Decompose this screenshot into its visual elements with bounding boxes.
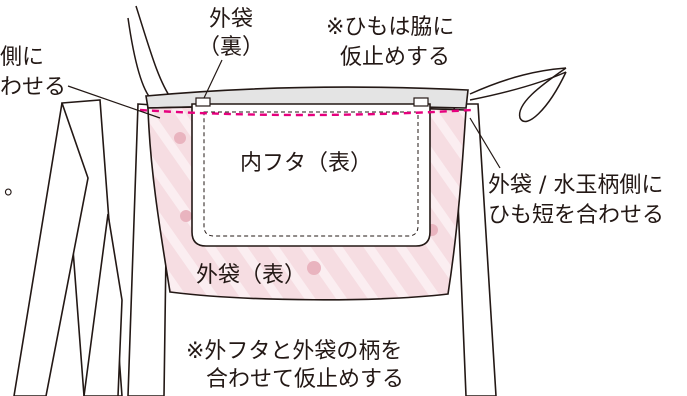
flap-tab-left bbox=[195, 97, 211, 107]
right-note-line1: 外袋 / 水玉柄側に bbox=[488, 173, 664, 198]
inner-flap-label: 内フタ（表） bbox=[240, 151, 373, 176]
right-note-line2: ひも短を合わせる bbox=[488, 203, 665, 228]
right-strap bbox=[453, 103, 497, 396]
outer-back-label-line1: 外袋 bbox=[208, 7, 253, 32]
left-strap bbox=[13, 99, 169, 396]
left-label-line1: 側に bbox=[0, 45, 45, 70]
left-label-line2: わせる bbox=[0, 75, 67, 100]
leader-top bbox=[203, 59, 223, 99]
strap-note-line1: ※ひもは脇に bbox=[326, 15, 455, 40]
bottom-note-line1: ※外フタと外袋の柄を bbox=[186, 339, 403, 364]
leader-left bbox=[67, 85, 161, 119]
leader-right bbox=[469, 117, 501, 169]
inner-flap-stitching bbox=[203, 111, 419, 237]
flap-tab-right bbox=[413, 97, 429, 107]
left-label-dot: 。 bbox=[4, 175, 27, 200]
bottom-note-line2: 合わせて仮止めする bbox=[206, 367, 405, 392]
inner-flap bbox=[191, 103, 431, 247]
strap-note-line2: 仮止めする bbox=[340, 45, 451, 70]
outer-back-label-line2: （裏） bbox=[197, 35, 264, 60]
basting-line bbox=[139, 108, 473, 117]
outer-front-label: 外袋（表） bbox=[196, 263, 307, 288]
strap-ends bbox=[127, 5, 567, 123]
